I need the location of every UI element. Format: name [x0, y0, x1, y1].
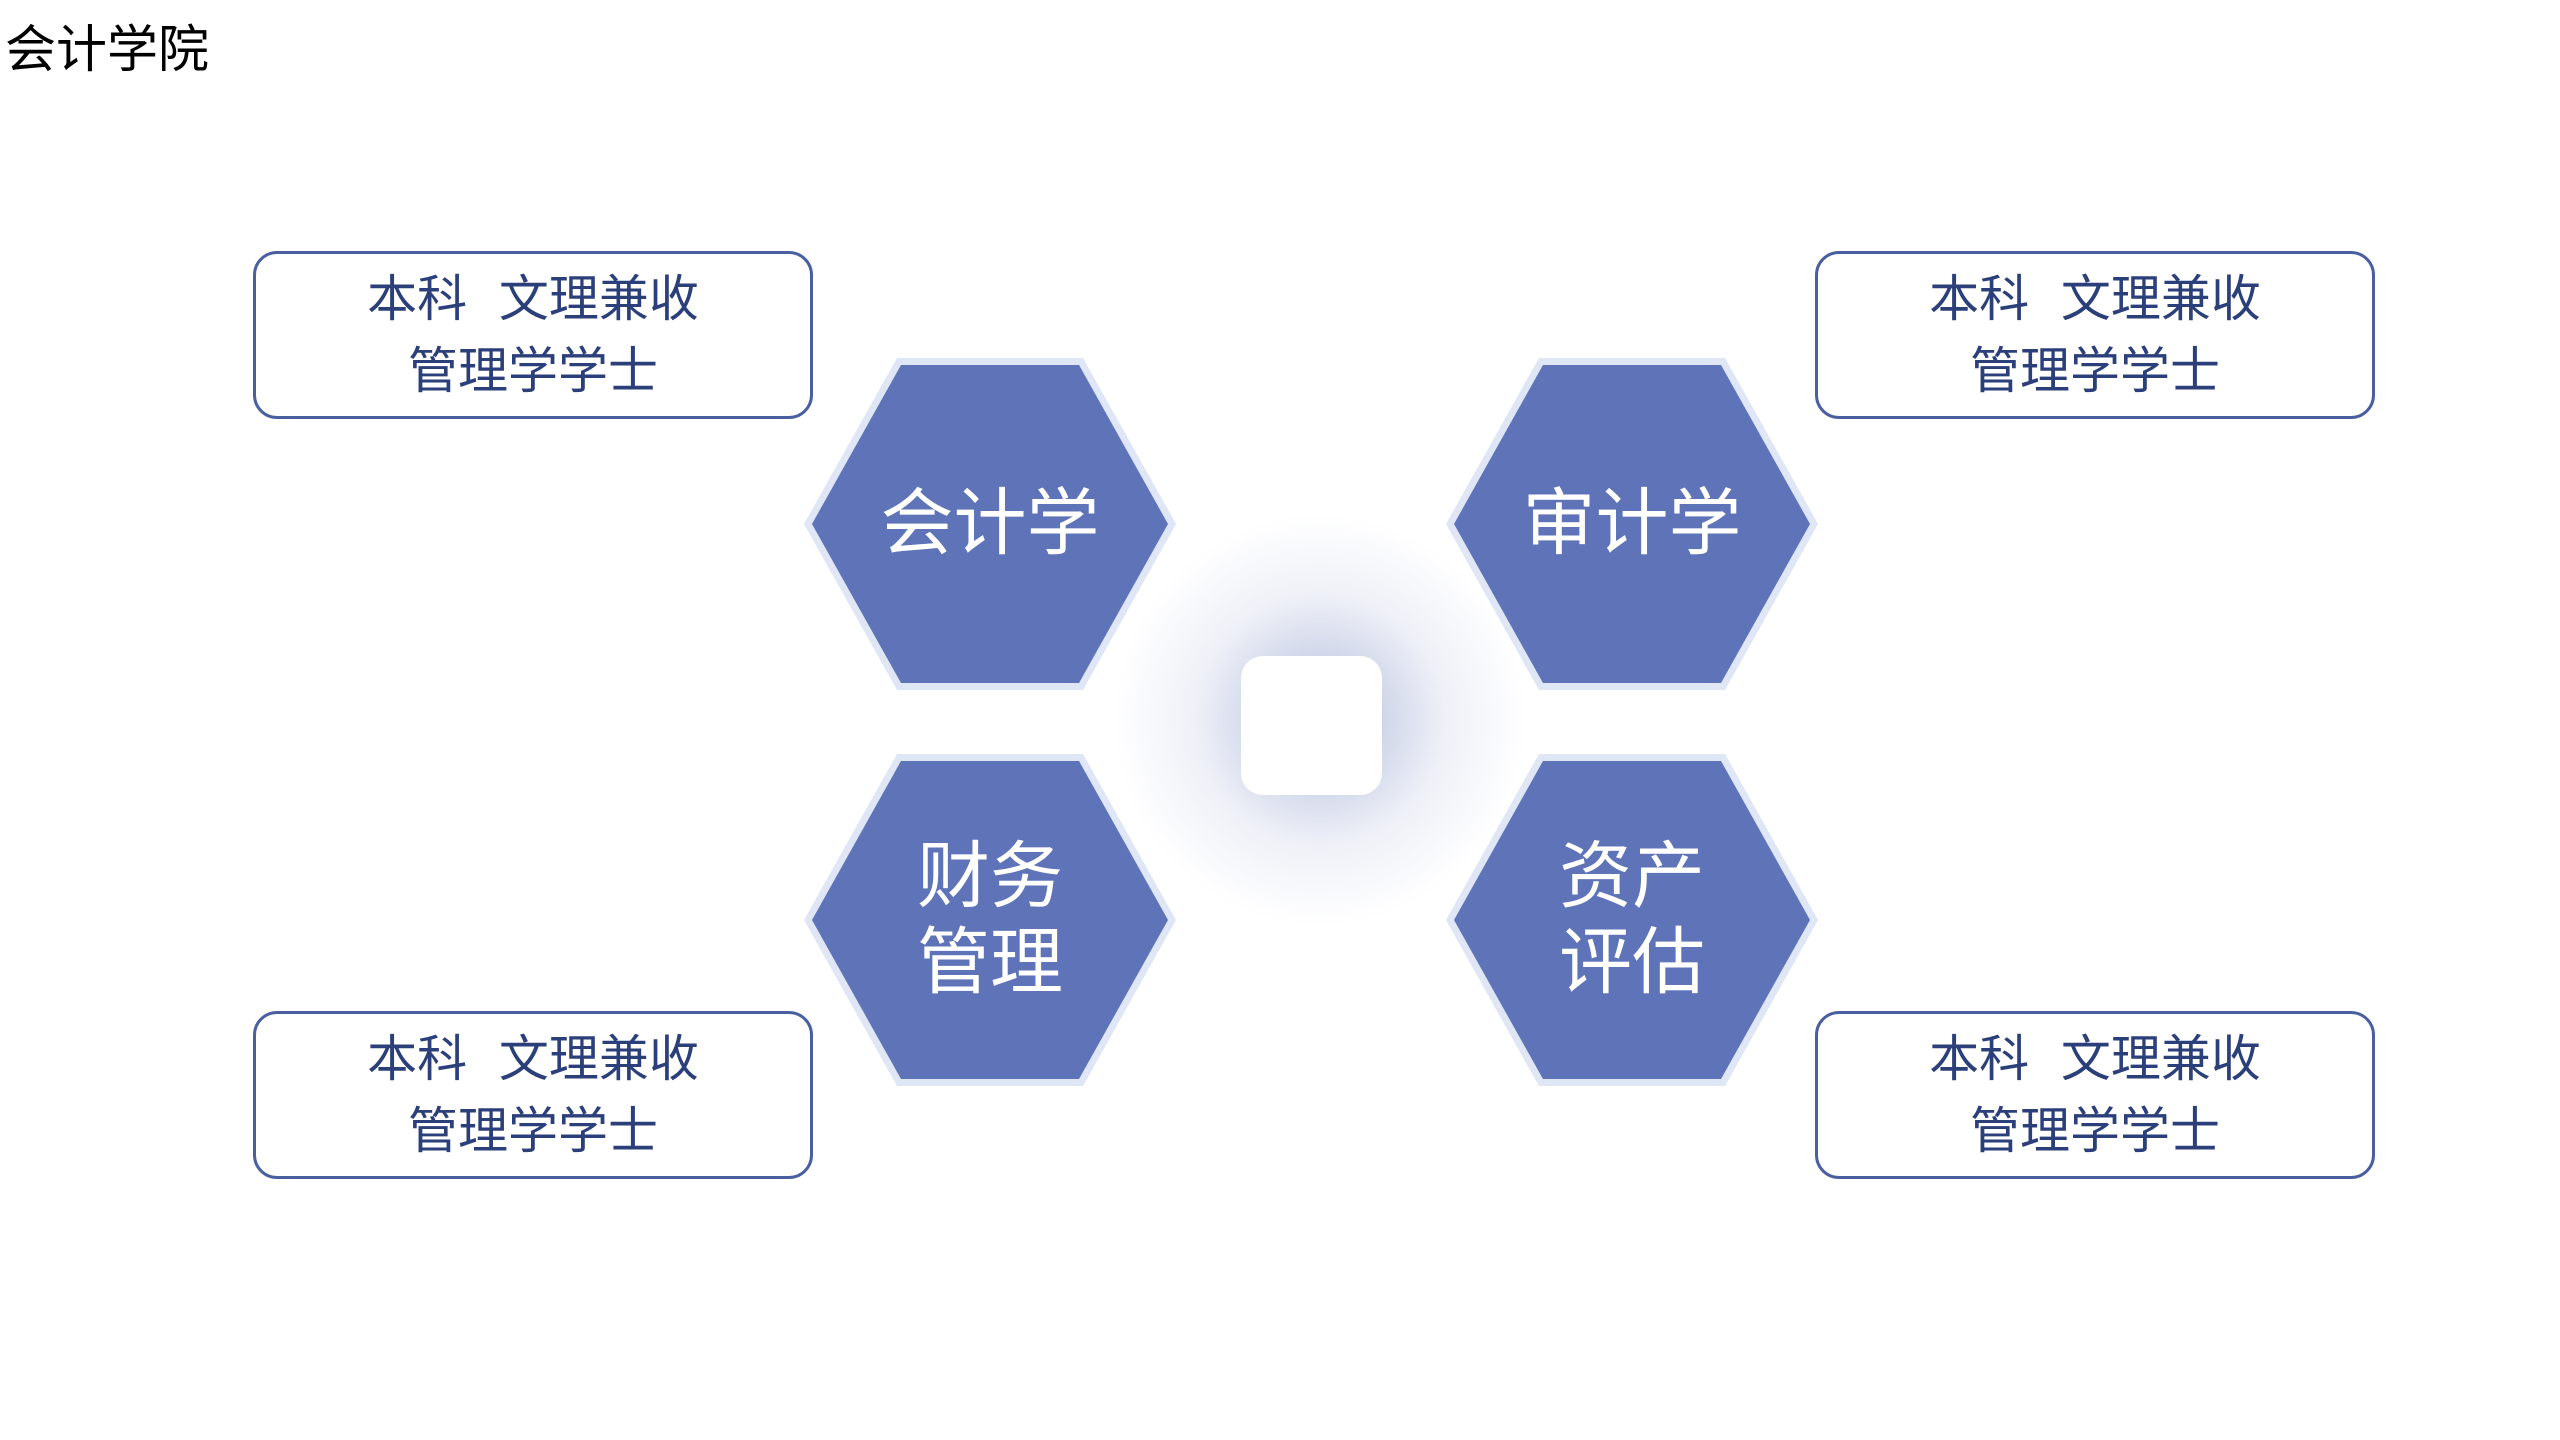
degree-info-line2: 管理学学士: [408, 1102, 658, 1160]
degree-info-line1: 本科 文理兼收: [1929, 1030, 2261, 1088]
degree-info-line1: 本科 文理兼收: [367, 270, 699, 328]
degree-info-line2: 管理学学士: [1970, 342, 2220, 400]
center-square: [1241, 656, 1382, 795]
degree-info-line1: 本科 文理兼收: [367, 1030, 699, 1088]
hexagon-label: 会计学: [880, 481, 1100, 566]
slide-title: 会计学院: [5, 21, 210, 80]
hexagon-asset-appraisal: 资产 评估: [1446, 754, 1818, 1086]
hexagon-label: 财务 管理: [917, 834, 1063, 1005]
hexagon-accounting: 会计学: [804, 358, 1176, 690]
degree-info-box-asset-appraisal: 本科 文理兼收 管理学学士: [1815, 1011, 2375, 1179]
degree-info-line2: 管理学学士: [408, 342, 658, 400]
hexagon-label: 资产 评估: [1559, 834, 1705, 1005]
hexagon-label: 审计学: [1522, 481, 1742, 566]
degree-info-box-financial-management: 本科 文理兼收 管理学学士: [253, 1011, 813, 1179]
degree-info-line1: 本科 文理兼收: [1929, 270, 2261, 328]
degree-info-box-accounting: 本科 文理兼收 管理学学士: [253, 251, 813, 419]
degree-info-line2: 管理学学士: [1970, 1102, 2220, 1160]
degree-info-box-auditing: 本科 文理兼收 管理学学士: [1815, 251, 2375, 419]
